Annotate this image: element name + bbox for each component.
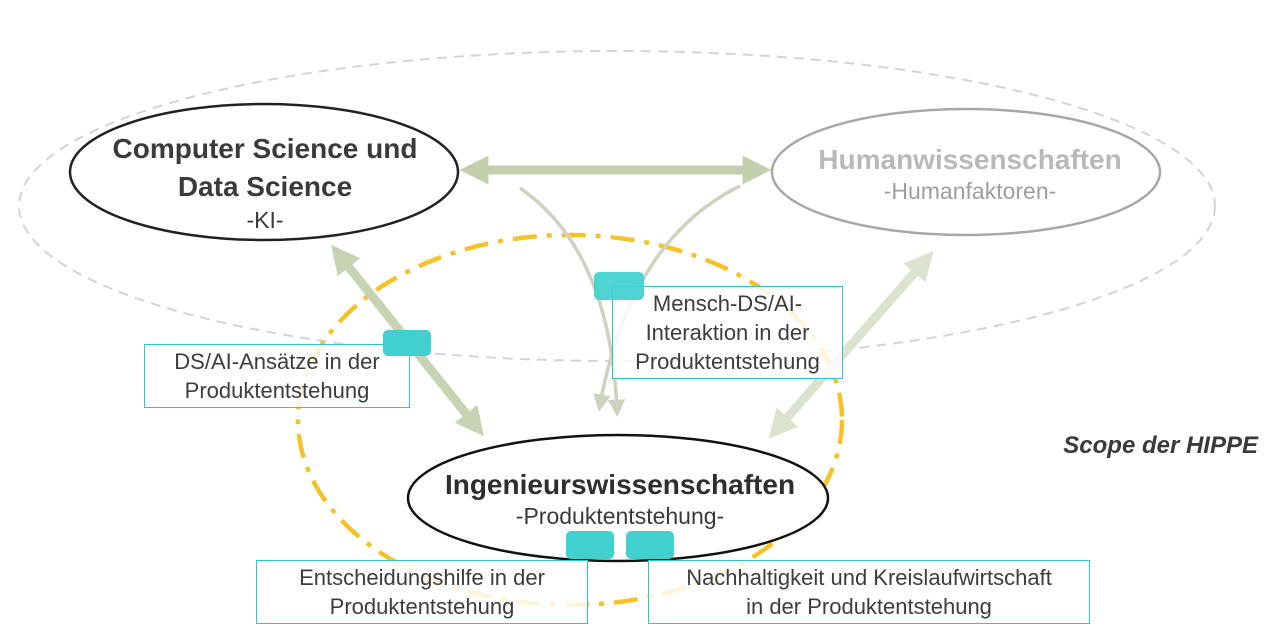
label-mensch-line3: Produktentstehung <box>635 349 820 374</box>
label-box-mensch: Mensch-DS/AI- Interaktion in der Produkt… <box>612 286 843 379</box>
label-dsai-line2: Produktentstehung <box>184 378 370 403</box>
tab-marker-entscheidung <box>566 531 614 559</box>
tab-marker-nachhaltig <box>626 531 674 559</box>
node-humanwissenschaften-ellipse <box>770 107 1162 237</box>
node-ingenieurswissenschaften: Ingenieurswissenschaften -Produktentsteh… <box>410 468 830 530</box>
label-box-nachhaltig: Nachhaltigkeit und Kreislaufwirtschaft i… <box>648 560 1090 624</box>
node-ingenieurswissenschaften-ellipse <box>406 433 830 563</box>
node-computer-science-subtitle: -KI- <box>246 207 284 233</box>
node-humanwissenschaften: Humanwissenschaften -Humanfaktoren- <box>770 143 1170 205</box>
tab-marker-dsai <box>383 330 431 356</box>
label-mensch-line1: Mensch-DS/AI- <box>652 291 803 316</box>
label-nachhaltig-line1: Nachhaltigkeit und Kreislaufwirtschaft <box>686 565 1052 590</box>
curve-arrow-right <box>593 184 741 412</box>
label-box-entscheidung: Entscheidungshilfe in der Produktentsteh… <box>256 560 588 624</box>
label-entscheidung-line1: Entscheidungshilfe in der <box>299 565 545 590</box>
tab-marker-mensch <box>594 272 644 300</box>
label-mensch-line2: Interaktion in der <box>645 320 810 345</box>
node-computer-science-title-line1: Computer Science und <box>112 133 418 164</box>
label-box-dsai: DS/AI-Ansätze in der Produktentstehung <box>144 344 410 408</box>
label-nachhaltig-line2: in der Produktentstehung <box>746 594 992 619</box>
arrow-hw-ing <box>768 251 934 439</box>
node-computer-science-ellipse <box>68 102 460 242</box>
node-computer-science-title-line2: Data Science <box>177 171 353 202</box>
label-dsai-line1: DS/AI-Ansätze in der <box>174 349 380 374</box>
scope-label: Scope der HIPPE <box>1063 432 1258 459</box>
node-humanwissenschaften-subtitle: -Humanfaktoren- <box>883 178 1057 204</box>
node-ingenieurswissenschaften-title: Ingenieurswissenschaften <box>444 469 796 500</box>
outer-dashed-ellipse <box>18 50 1216 362</box>
node-humanwissenschaften-title: Humanwissenschaften <box>818 144 1122 175</box>
node-ingenieurswissenschaften-subtitle: -Produktentstehung- <box>515 503 725 529</box>
label-entscheidung-line2: Produktentstehung <box>329 594 515 619</box>
node-computer-science: Computer Science und Data Science -KI- <box>90 130 440 234</box>
